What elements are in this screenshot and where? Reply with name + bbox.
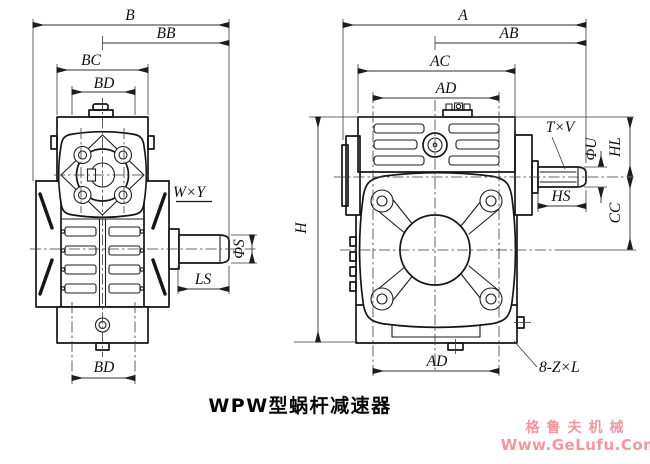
dim-label-b: B	[125, 7, 135, 24]
dim-label-bc: BC	[81, 52, 101, 69]
label-foot-holes: 8-Z×L	[513, 340, 580, 376]
dim-bb: BB	[102, 25, 230, 50]
dim-label-cc: CC	[607, 202, 624, 223]
dim-label-phi-s: ΦS	[231, 239, 248, 259]
dim-hs: HS	[537, 188, 587, 212]
dim-label-wy: W×Y	[173, 184, 206, 201]
housing-ribs	[373, 123, 500, 166]
dim-label-ac: AC	[429, 53, 450, 70]
flange-bolts	[370, 189, 503, 311]
dim-label-a: A	[457, 7, 468, 24]
dim-bd-top: BD	[71, 75, 136, 115]
gusset	[151, 258, 167, 296]
dim-label-ad-top: AD	[435, 80, 457, 97]
dim-h: H	[293, 116, 634, 343]
dim-phi-s: ΦS	[231, 234, 257, 264]
side-top-housing	[357, 102, 516, 173]
dim-label-hl: HL	[607, 137, 624, 158]
gusset	[151, 192, 167, 230]
side-view	[334, 92, 636, 378]
dim-ad-bottom: AD	[372, 353, 500, 375]
dim-bd-bottom: BD	[71, 359, 136, 382]
side-input-shaft	[537, 166, 587, 188]
label-wy: W×Y	[173, 184, 212, 203]
label-txv: T×V	[546, 119, 576, 170]
front-centerlines	[30, 98, 258, 384]
dim-label-bd-bottom: BD	[94, 359, 115, 376]
dim-phi-u: ΦU	[583, 136, 607, 203]
dim-bc: BC	[56, 52, 149, 115]
front-breather-plug	[88, 109, 114, 118]
dim-label-ls: LS	[194, 271, 212, 288]
flange-bolts	[73, 145, 133, 205]
dim-label-zl: 8-Z×L	[539, 359, 580, 376]
watermark-url: Www.GeLufu.Com	[501, 436, 650, 454]
gusset	[38, 192, 54, 230]
dim-label-txv: T×V	[546, 119, 576, 136]
front-side-tab-right	[147, 135, 155, 150]
cooling-ribs	[60, 226, 145, 294]
front-side-tab-left	[50, 135, 58, 150]
dim-label-bd-top: BD	[94, 75, 115, 92]
front-view	[30, 98, 258, 384]
dim-ls: LS	[177, 266, 230, 294]
dim-label-ad-bottom: AD	[426, 353, 448, 370]
watermark-brand: 格鲁夫机械	[526, 419, 631, 436]
dim-cc: CC	[607, 177, 634, 250]
dim-ab: AB	[434, 25, 587, 50]
dim-label-bb: BB	[157, 25, 176, 42]
side-centerlines	[334, 92, 636, 378]
dim-label-phi-u: ΦU	[583, 136, 600, 161]
dim-label-h: H	[293, 222, 310, 235]
side-body	[349, 214, 518, 306]
watermark: 格鲁夫机械 Www.GeLufu.Com	[501, 419, 650, 454]
dim-hl: HL	[607, 117, 634, 177]
dim-b: B	[32, 7, 230, 240]
dim-ad-top: AD	[372, 80, 500, 102]
gusset	[38, 258, 54, 296]
figure-caption: WPW型蜗杆减速器	[208, 394, 391, 417]
dim-ac: AC	[357, 53, 516, 130]
dim-label-hs: HS	[551, 188, 571, 205]
breather-vent	[442, 109, 473, 118]
dim-label-ab: AB	[499, 25, 519, 42]
